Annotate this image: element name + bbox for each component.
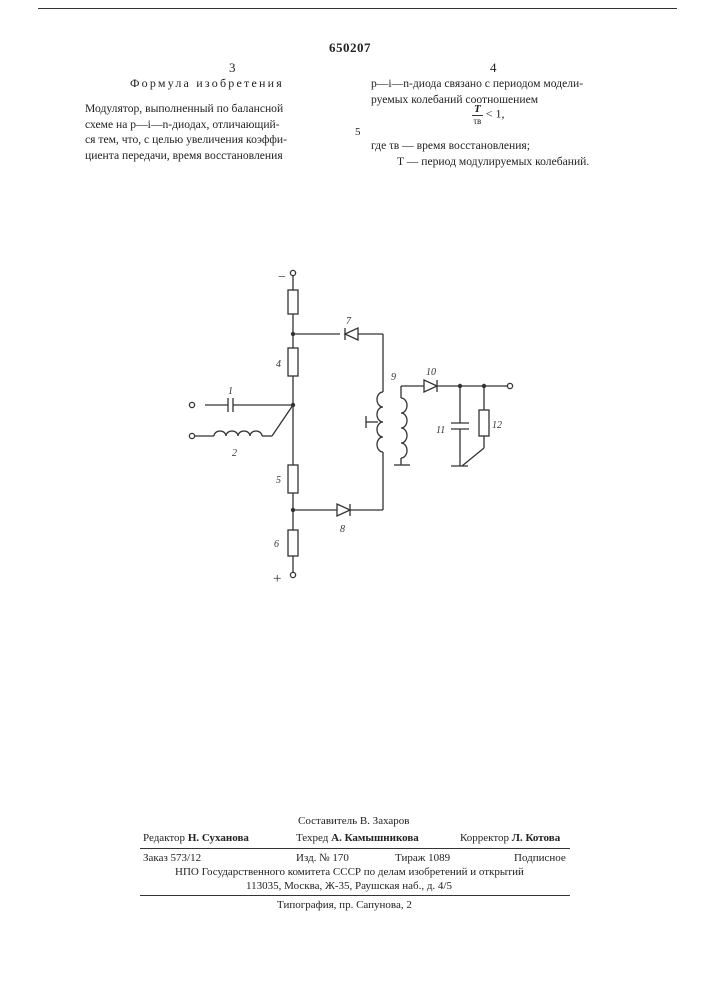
terminal-minus-label: − bbox=[278, 270, 286, 285]
label-7: 7 bbox=[346, 316, 352, 327]
corrector-credit: Корректор Л. Котова bbox=[460, 832, 560, 844]
footer-rule-1 bbox=[140, 848, 570, 849]
label-2: 2 bbox=[232, 448, 237, 459]
publication-number: Изд. № 170 bbox=[296, 852, 349, 864]
techred-credit: Техред А. Камышникова bbox=[296, 832, 419, 844]
label-4: 4 bbox=[276, 359, 281, 370]
label-12: 12 bbox=[492, 420, 502, 431]
label-1: 1 bbox=[228, 386, 233, 397]
print-run: Тираж 1089 bbox=[395, 852, 450, 864]
subscription-note: Подписное bbox=[514, 852, 566, 864]
address-line: 113035, Москва, Ж-35, Раушская наб., д. … bbox=[246, 880, 452, 892]
label-11: 11 bbox=[436, 425, 445, 436]
label-8: 8 bbox=[340, 524, 345, 535]
label-9: 9 bbox=[391, 372, 396, 383]
organization-line: НПО Государственного комитета СССР по де… bbox=[175, 866, 524, 878]
label-5: 5 bbox=[276, 475, 281, 486]
footer-rule-2 bbox=[140, 895, 570, 896]
label-10: 10 bbox=[426, 367, 436, 378]
terminal-plus-label: + bbox=[273, 571, 281, 587]
compiler-line: Составитель В. Захаров bbox=[298, 815, 410, 827]
editor-credit: Редактор Н. Суханова bbox=[143, 832, 249, 844]
order-number: Заказ 573/12 bbox=[143, 852, 201, 864]
typography-line: Типография, пр. Сапунова, 2 bbox=[277, 899, 412, 911]
label-6: 6 bbox=[274, 539, 279, 550]
